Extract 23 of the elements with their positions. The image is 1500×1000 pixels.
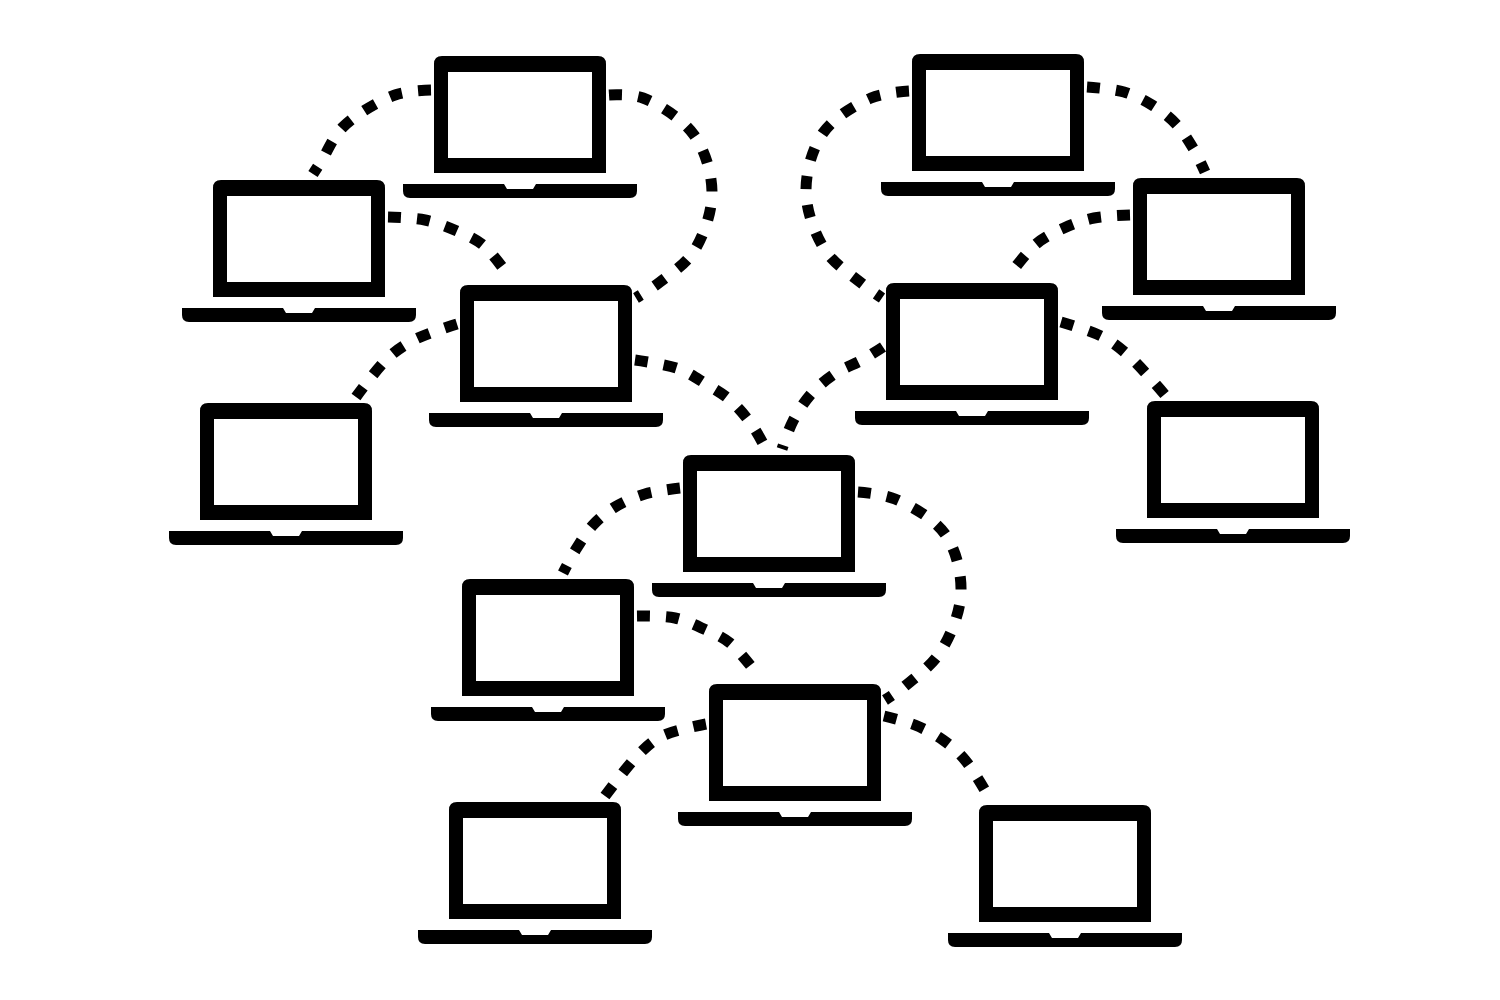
laptop-icon bbox=[169, 403, 403, 545]
dashed-connector bbox=[1086, 81, 1210, 175]
laptop-icon bbox=[403, 56, 637, 198]
laptop-icon bbox=[429, 285, 663, 427]
laptop-icon bbox=[855, 283, 1089, 425]
laptop-icon bbox=[418, 802, 652, 944]
dashed-connector bbox=[776, 342, 886, 451]
laptop-icon bbox=[431, 579, 665, 721]
laptop-icon bbox=[1102, 178, 1336, 320]
dashed-connector bbox=[600, 718, 708, 800]
dashed-connector bbox=[857, 486, 967, 705]
dashed-connector bbox=[308, 84, 432, 177]
laptop-icon bbox=[881, 54, 1115, 196]
laptop-icon bbox=[652, 455, 886, 597]
laptop-icon bbox=[182, 180, 416, 322]
dashed-connector bbox=[800, 85, 910, 303]
dashed-connector bbox=[608, 89, 718, 303]
laptop-icon bbox=[948, 805, 1182, 947]
dashed-connector bbox=[1059, 316, 1170, 399]
dashed-connector bbox=[351, 318, 459, 401]
laptop-icon bbox=[678, 684, 912, 826]
dashed-connector bbox=[558, 482, 681, 576]
laptop-icon bbox=[1116, 401, 1350, 543]
